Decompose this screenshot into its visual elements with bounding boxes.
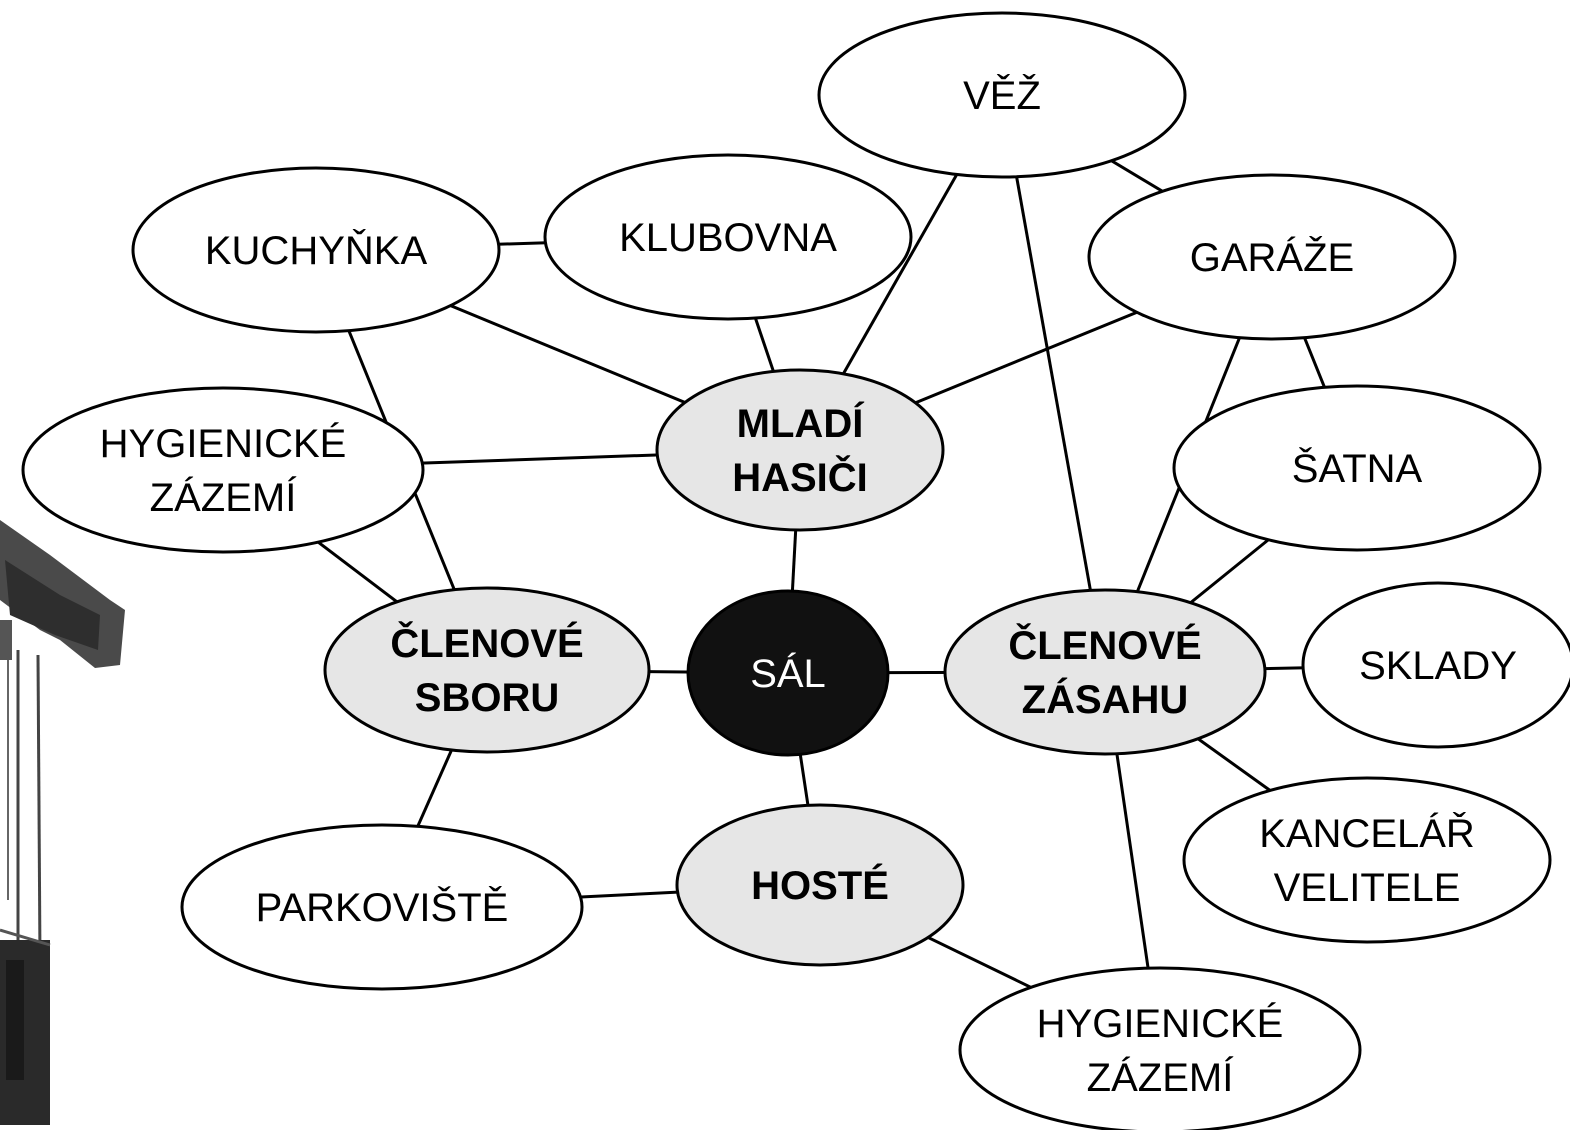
node-hoste-ellipse <box>675 803 965 967</box>
node-sklady: SKLADY <box>1301 581 1570 749</box>
node-clenove-zasahu: ČLENOVÉ ZÁSAHU <box>943 588 1267 756</box>
tower-sketch-image <box>0 520 125 1125</box>
node-parkoviste: PARKOVIŠTĚ <box>180 823 584 991</box>
node-hygienicke-left: HYGIENICKÉ ZÁZEMÍ <box>21 386 425 554</box>
node-klubovna-label-1: KLUBOVNA <box>619 216 837 260</box>
node-kancelar-label-2: VELITELE <box>1274 866 1461 910</box>
node-kuchynka-label-1: KUCHYŇKA <box>205 228 428 273</box>
node-garaze-label-1: GARÁŽE <box>1190 235 1354 280</box>
node-hygienicke-left-ellipse <box>21 386 425 554</box>
node-sklady-ellipse <box>1301 581 1570 749</box>
node-mladi-hasici-label-1: MLADÍ <box>737 401 865 446</box>
node-clenove-zasahu-ellipse <box>943 588 1267 756</box>
node-vez: VĚŽ <box>817 11 1187 179</box>
node-sal: SÁL <box>686 589 890 757</box>
node-clenove-zasahu-label-1: ČLENOVÉ <box>1008 622 1201 668</box>
node-vez-ellipse <box>817 11 1187 179</box>
node-clenove-zasahu-label-2: ZÁSAHU <box>1022 677 1189 722</box>
node-satna-ellipse <box>1172 384 1542 552</box>
node-clenove-sboru: ČLENOVÉ SBORU <box>323 586 651 754</box>
node-hoste-label-1: HOSTÉ <box>751 863 889 908</box>
node-clenove-sboru-label-2: SBORU <box>415 676 559 720</box>
node-mladi-hasici: MLADÍ HASIČI <box>655 368 945 532</box>
node-hoste: HOSTÉ <box>675 803 965 967</box>
node-kuchynka-ellipse <box>131 166 501 334</box>
node-garaze-ellipse <box>1087 173 1457 341</box>
node-sal-label-1: SÁL <box>750 651 826 696</box>
node-kancelar-label-1: KANCELÁŘ <box>1259 811 1475 856</box>
node-sal-ellipse <box>686 589 890 757</box>
nodes-layer: SÁL MLADÍ HASIČI ČLENOVÉ SBORU ČLENOVÉ ZÁSAHU H… <box>21 11 1570 1130</box>
node-klubovna: KLUBOVNA <box>543 153 913 321</box>
node-kancelar-ellipse <box>1182 776 1552 944</box>
node-satna: ŠATNA <box>1172 384 1542 552</box>
node-hygienicke-bottom-ellipse <box>958 966 1362 1130</box>
node-hygienicke-bottom: HYGIENICKÉ ZÁZEMÍ <box>958 966 1362 1130</box>
node-kancelar: KANCELÁŘ VELITELE <box>1182 776 1552 944</box>
edge-vez-clenove-zasahu <box>1000 94 1107 673</box>
node-parkoviste-label-1: PARKOVIŠTĚ <box>256 885 509 930</box>
node-clenove-sboru-label-1: ČLENOVÉ <box>390 620 583 666</box>
node-garaze: GARÁŽE <box>1087 173 1457 341</box>
node-parkoviste-ellipse <box>180 823 584 991</box>
node-hygienicke-bottom-label-1: HYGIENICKÉ <box>1037 1001 1284 1046</box>
node-sklady-label-1: SKLADY <box>1359 644 1517 688</box>
node-klubovna-ellipse <box>543 153 913 321</box>
node-hygienicke-left-label-1: HYGIENICKÉ <box>100 421 347 466</box>
node-mladi-hasici-label-2: HASIČI <box>732 454 868 500</box>
node-kuchynka: KUCHYŇKA <box>131 166 501 334</box>
node-hygienicke-left-label-2: ZÁZEMÍ <box>150 475 298 520</box>
node-hygienicke-bottom-label-2: ZÁZEMÍ <box>1087 1055 1235 1100</box>
node-vez-label-1: VĚŽ <box>963 73 1041 118</box>
node-clenove-sboru-ellipse <box>323 586 651 754</box>
node-satna-label-1: ŠATNA <box>1292 446 1423 491</box>
node-mladi-hasici-ellipse <box>655 368 945 532</box>
